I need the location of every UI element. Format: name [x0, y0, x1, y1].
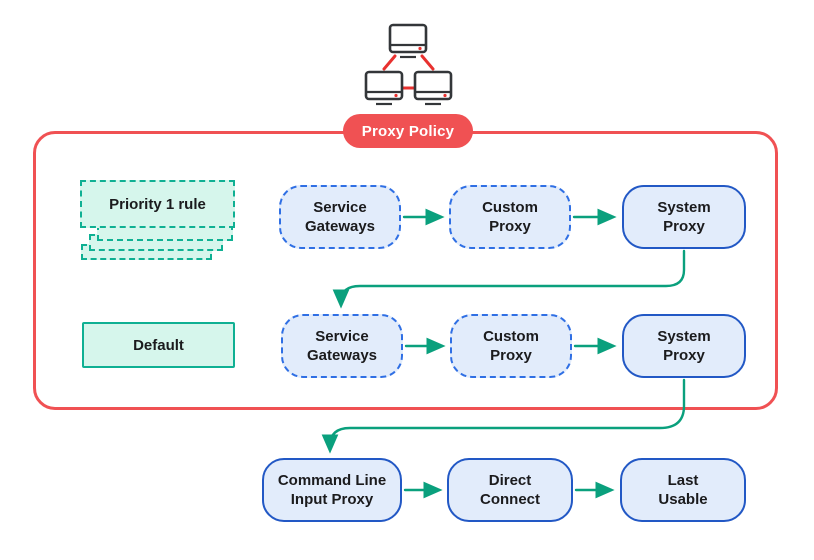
- node-system-proxy-row2: System Proxy: [622, 314, 746, 378]
- network-icon: [364, 23, 453, 106]
- network-link-left: [382, 54, 397, 71]
- default-rule-box: Default: [82, 322, 235, 368]
- priority-rule-box: Priority 1 rule: [80, 180, 235, 228]
- node-last-usable: Last Usable: [620, 458, 746, 522]
- computer-icon: [413, 70, 453, 106]
- node-custom-proxy-row1: Custom Proxy: [449, 185, 571, 249]
- node-system-proxy-row1: System Proxy: [622, 185, 746, 249]
- node-service-gateways-row2: Service Gateways: [281, 314, 403, 378]
- node-command-line-input-proxy: Command Line Input Proxy: [262, 458, 402, 522]
- network-link-right: [420, 54, 435, 71]
- proxy-policy-badge: Proxy Policy: [343, 114, 473, 148]
- node-service-gateways-row1: Service Gateways: [279, 185, 401, 249]
- computer-icon: [388, 23, 428, 59]
- node-custom-proxy-row2: Custom Proxy: [450, 314, 572, 378]
- node-direct-connect: Direct Connect: [447, 458, 573, 522]
- computer-icon: [364, 70, 404, 106]
